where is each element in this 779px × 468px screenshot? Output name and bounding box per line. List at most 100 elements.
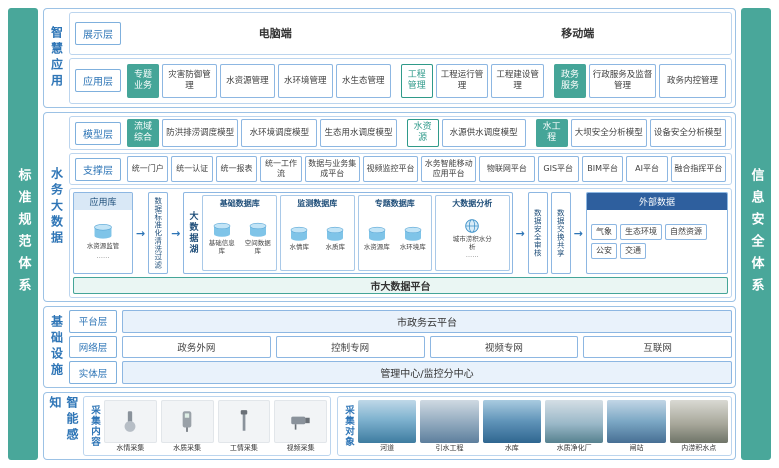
collect-object-caption: 水库	[504, 443, 519, 452]
model-layer-row: 模型层 流域综合 防洪排涝调度模型 水环境调度模型 生态用水调度模型 水资源 水…	[69, 116, 732, 150]
security-system-bar: 信息安全体系	[741, 8, 771, 460]
app-item: 水环境管理	[277, 63, 333, 98]
data-lake-label-text: 大数据湖	[187, 211, 198, 255]
collect-object-item: 引水工程	[420, 400, 479, 452]
basin-model-head: 流域综合	[127, 119, 159, 147]
flow-arrow-icon: →	[573, 226, 583, 240]
db-item-caption: 水质库	[325, 242, 345, 251]
display-layer-row: 展示层 电脑端 移动端	[69, 12, 732, 55]
db-item-caption: 水情库	[289, 242, 309, 251]
application-store-title: 应用库	[74, 193, 132, 210]
government-service-head: 政务服务	[554, 63, 587, 98]
cctv-camera-icon	[290, 417, 310, 431]
collect-object-item: 水库	[482, 400, 541, 452]
external-data-item: 公安	[591, 243, 617, 259]
external-data-item: 生态环境	[620, 224, 662, 240]
support-layer-label: 支撑层	[75, 157, 121, 181]
thematic-business-group: 专题业务 灾害防御管理 水资源管理 水环境管理 水生态管理	[127, 63, 391, 98]
support-layer-row: 支撑层 统一门户 统一认证 统一报表 统一工作流 数据与业务集成平台 视频监控平…	[69, 153, 732, 185]
engineering-management-head: 工程管理	[400, 63, 433, 98]
data-cleanse-text: 数据标准化清洗过滤	[153, 197, 163, 269]
collect-object-label-text: 采集对象	[343, 405, 354, 447]
model-item: 水环境调度模型	[241, 119, 318, 147]
entity-layer-label: 实体层	[69, 361, 117, 385]
app-item: 工程运行管理	[435, 63, 489, 98]
network-layer-label: 网络层	[69, 335, 117, 359]
database-cylinder-icon	[249, 222, 267, 237]
basic-database-box: 基础数据库 基础信息库 空间数据库	[202, 195, 277, 271]
application-store-body: 水资源监管 ……	[74, 210, 132, 273]
thematic-database-title: 专题数据库	[374, 199, 415, 208]
data-exchange-share-text: 数据交换共享	[556, 209, 566, 257]
support-item: BIM平台	[581, 156, 624, 182]
more-ellipsis: ……	[465, 251, 479, 260]
water-big-data-label-text: 水务大数据	[49, 167, 64, 247]
database-cylinder-icon	[213, 222, 231, 237]
db-item: 空间数据库	[242, 222, 274, 255]
model-item: 水源供水调度模型	[441, 119, 526, 147]
collect-content-label-text: 采集内容	[89, 405, 100, 447]
basic-database-title: 基础数据库	[219, 199, 260, 208]
support-item: GIS平台	[537, 156, 579, 182]
support-item: 统一工作流	[260, 156, 302, 182]
app-item: 灾害防御管理	[162, 63, 217, 98]
perception-label: 智能感知	[47, 396, 81, 456]
section-water-big-data: 水务大数据 模型层 流域综合 防洪排涝调度模型 水环境调度模型 生态用水调度模型…	[43, 112, 736, 302]
external-data-item: 气象	[591, 224, 617, 240]
network-item: 控制专网	[275, 335, 425, 359]
standards-system-label: 标准规范体系	[15, 168, 31, 300]
application-store-box: 应用库 水资源监管 ……	[73, 192, 133, 274]
collect-object-caption: 水质净化厂	[556, 443, 592, 452]
engineering-sensor-icon	[240, 410, 248, 432]
reservoir-photo	[482, 400, 541, 443]
water-level-sensor-photo	[104, 400, 157, 443]
collect-item-caption: 视频采集	[286, 443, 315, 452]
data-lake-label: 大数据湖	[186, 195, 199, 271]
water-diversion-photo	[420, 400, 479, 443]
database-cylinder-icon	[94, 223, 112, 239]
bigdata-analysis-title: 大数据分析	[452, 199, 493, 208]
sluice-station-photo	[607, 400, 666, 443]
collect-object-item: 河道	[358, 400, 417, 452]
data-layer-box: 应用库 水资源监管 …… → 数据标准化清洗过滤 → 大数据湖	[69, 188, 732, 298]
flow-arrow-icon: →	[136, 226, 146, 240]
bigdata-analysis-body: 城市涝积水分析 ……	[450, 209, 494, 268]
purification-plant-photo	[544, 400, 604, 443]
data-flow: 应用库 水资源监管 …… → 数据标准化清洗过滤 → 大数据湖	[73, 192, 728, 274]
collect-object-item: 内涝积水点	[669, 400, 728, 452]
collect-object-figs: 河道 引水工程 水库 水质净化厂	[358, 400, 728, 452]
infrastructure-label-text: 基础设施	[49, 315, 64, 379]
model-item: 设备安全分析模型	[649, 119, 727, 147]
model-groups: 流域综合 防洪排涝调度模型 水环境调度模型 生态用水调度模型 水资源 水源供水调…	[127, 119, 727, 147]
support-item: 视频监控平台	[362, 156, 419, 182]
security-system-label: 信息安全体系	[748, 168, 764, 300]
model-item: 大坝安全分析模型	[570, 119, 647, 147]
thematic-database-box: 专题数据库 水资源库 水环境库	[357, 195, 433, 271]
app-item: 工程建设管理	[491, 63, 545, 98]
db-item: 水情库	[283, 226, 315, 251]
entity-layer-row: 实体层 管理中心/监控分中心	[69, 361, 732, 385]
flow-arrow-icon: →	[171, 226, 181, 240]
model-item: 生态用水调度模型	[320, 119, 397, 147]
display-layer-label: 展示层	[75, 21, 121, 45]
external-data-items: 气象 生态环境 自然资源 公安 交通	[587, 210, 727, 273]
database-cylinder-icon	[368, 226, 386, 241]
app-item: 水资源管理	[219, 63, 275, 98]
support-item: 水务智能移动应用平台	[421, 156, 477, 182]
monitoring-database-title: 监测数据库	[297, 199, 338, 208]
application-groups: 专题业务 灾害防御管理 水资源管理 水环境管理 水生态管理 工程管理 工程运行管…	[127, 63, 727, 98]
platform-layer-label: 平台层	[69, 310, 117, 333]
data-exchange-share-box: 数据交换共享	[550, 192, 571, 274]
analysis-item: 城市涝积水分析 ……	[450, 217, 494, 259]
support-item: 物联网平台	[479, 156, 535, 182]
waterlogging-point-photo	[669, 400, 728, 443]
support-item: 统一门户	[127, 156, 169, 182]
network-item: 政务外网	[122, 335, 271, 359]
water-engineering-model-head: 水工程	[535, 119, 568, 147]
gov-cloud-platform-bar: 市政务云平台	[122, 310, 732, 333]
river-photo	[358, 400, 417, 443]
collect-item: 水质采集	[160, 400, 214, 452]
external-data-box: 外部数据 气象 生态环境 自然资源 公安 交通	[586, 192, 728, 274]
monitoring-database-box: 监测数据库 水情库 水质库	[279, 195, 355, 271]
